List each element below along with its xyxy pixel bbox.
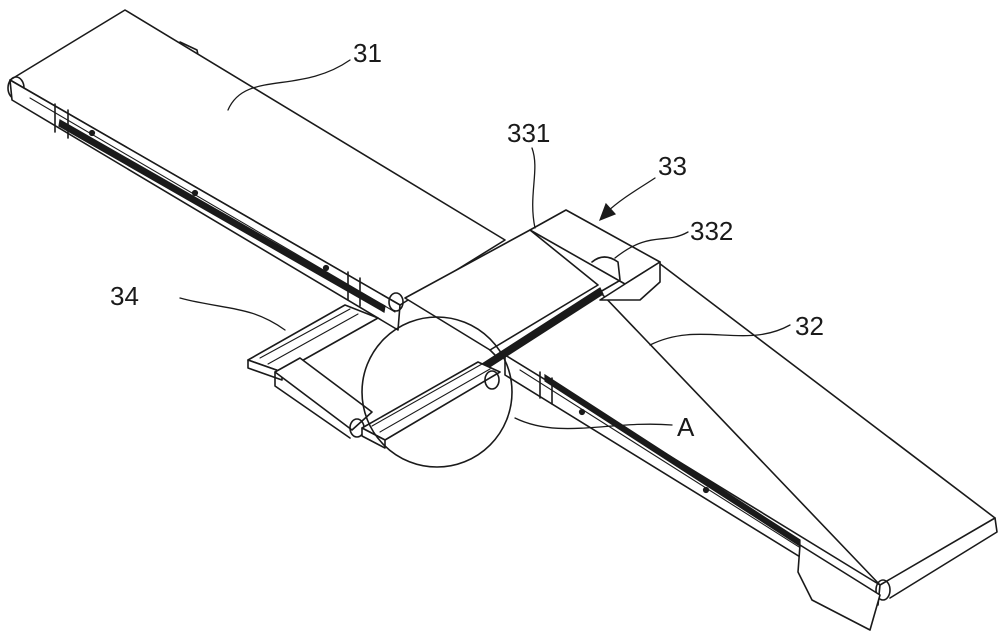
cross-belt-331-surface bbox=[404, 229, 599, 351]
leader-331 bbox=[531, 147, 536, 229]
leader-332 bbox=[614, 231, 689, 259]
cross-frame-332-side bbox=[599, 261, 661, 301]
conveyor-32-support-bracket bbox=[797, 544, 881, 631]
bolt-icon bbox=[702, 486, 710, 494]
label-a: A bbox=[677, 412, 695, 442]
rail-34-left-groove bbox=[259, 308, 359, 365]
label-34: 34 bbox=[110, 281, 139, 311]
conveyor-31 bbox=[7, 9, 506, 331]
rail-34-right-top bbox=[361, 361, 501, 441]
label-31: 31 bbox=[353, 38, 382, 68]
leader-32 bbox=[649, 324, 791, 346]
bolt-icon bbox=[578, 408, 586, 416]
leader-31 bbox=[227, 59, 351, 111]
bolt-icon bbox=[191, 189, 199, 197]
conveyor-31-belt-surface bbox=[9, 9, 506, 306]
conveyor-32-end-roller bbox=[875, 579, 891, 601]
cross-transfer-unit-33 bbox=[394, 209, 661, 427]
rail-34-right-groove bbox=[371, 363, 491, 433]
rail-34-right-front bbox=[361, 427, 386, 449]
leader-34 bbox=[179, 297, 286, 331]
label-33: 33 bbox=[658, 151, 687, 181]
label-331: 331 bbox=[507, 118, 550, 148]
conveyor-31-side-rail bbox=[58, 119, 386, 313]
bolt-icon bbox=[322, 264, 330, 272]
conveyor-32 bbox=[504, 259, 998, 631]
rail-34-right-roller bbox=[484, 370, 500, 390]
rail-34-mini-belt-edge bbox=[274, 371, 351, 439]
leader-a bbox=[514, 417, 673, 430]
detail-a-circle bbox=[361, 316, 513, 468]
label-332: 332 bbox=[690, 216, 733, 246]
conveyor-31-leg bbox=[54, 103, 69, 139]
bolt-icon bbox=[88, 129, 96, 137]
conveyor-31-roller bbox=[388, 292, 404, 312]
arrow-33-head-icon bbox=[598, 202, 617, 222]
label-32: 32 bbox=[795, 311, 824, 341]
arrow-33-shaft bbox=[606, 177, 656, 213]
conveyor-32-leg bbox=[539, 371, 553, 405]
rail-34-mini-belt bbox=[274, 357, 373, 431]
cross-frame-332-bend bbox=[591, 256, 621, 281]
conveyor-32-end-edge bbox=[889, 517, 998, 599]
rail-34-left-front bbox=[247, 359, 283, 381]
side-rail-34 bbox=[247, 304, 501, 449]
conveyor-31-leg bbox=[347, 271, 361, 307]
cross-belt-331-corner bbox=[489, 349, 499, 359]
